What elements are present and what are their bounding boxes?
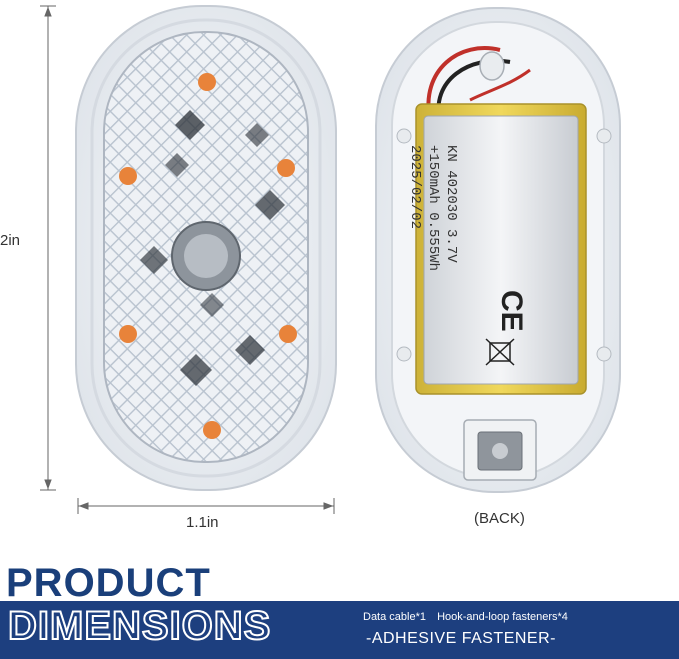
ce-mark: CE [495,290,528,332]
accessory-data-cable: Data cable*1 [363,611,426,623]
accessory-hook-loop: Hook-and-loop fasteners*4 [437,611,568,623]
back-light: KN 402030 3.7V +150mAh 0.555Wh 2025/02/0… [375,7,621,493]
title-dimensions: DIMENSIONS [7,603,272,649]
height-dimension-line [40,5,56,491]
weee-bin-icon [485,338,515,366]
led-dots [119,73,297,439]
back-led [479,51,505,81]
battery-date: 2025/02/02 [407,145,423,229]
title-product: PRODUCT [6,561,211,605]
battery-spec-line1: KN 402030 3.7V [443,145,459,263]
battery-spec-line2: +150mAh 0.555Wh [425,145,441,271]
adhesive-fastener-label: -ADHESIVE FASTENER- [366,630,556,647]
product-photo-area: KN 402030 3.7V +150mAh 0.555Wh 2025/02/0… [0,5,621,531]
bottom-banner [0,601,679,659]
accessories-line: Data cable*1 Hook-and-loop fasteners*4 [363,611,576,623]
width-label: 1.1in [186,514,219,531]
height-label: 2in [0,232,21,249]
width-dimension-line [77,498,335,514]
back-label: (BACK) [474,510,525,527]
product-illustration: KN 402030 3.7V +150mAh 0.555Wh 2025/02/0… [40,5,621,514]
front-light [75,5,337,491]
